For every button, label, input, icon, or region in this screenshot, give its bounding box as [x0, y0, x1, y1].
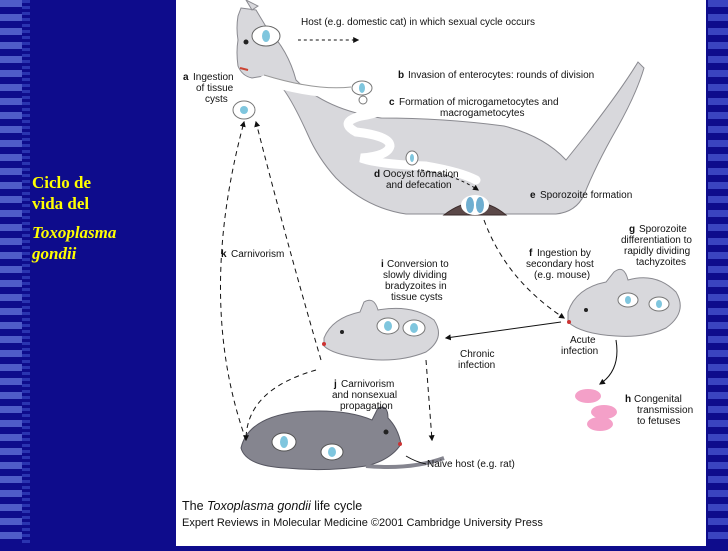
cat-intestine-outline	[263, 74, 352, 89]
label-i-letter: i	[381, 259, 384, 270]
cat-illustration	[236, 0, 645, 215]
label-b-letter: b	[398, 70, 404, 81]
right-stripe-decoration	[708, 0, 728, 546]
figure-caption: The Toxoplasma gondii life cycle	[182, 499, 362, 513]
label-d-line2: and defecation	[386, 180, 452, 191]
label-b-text: Invasion of enterocytes: rounds of divis…	[408, 70, 594, 81]
title-italic-2: gondii	[32, 244, 77, 263]
label-d-line1: Oocyst formation	[383, 169, 459, 180]
label-k-text: Carnivorism	[231, 249, 284, 260]
fetuses-illustration	[575, 389, 617, 431]
title-line-1: Ciclo de	[32, 173, 92, 192]
slide-title: Ciclo de vida del Toxoplasma gondii	[32, 172, 172, 264]
label-a-letter: a	[183, 72, 189, 83]
label-j-letter: j	[333, 379, 337, 390]
label-g-line4: tachyzoites	[636, 257, 686, 268]
gametocyte-stage	[358, 95, 368, 105]
rat-illustration	[240, 406, 445, 471]
cycle-arrows	[220, 37, 618, 465]
label-g-line3: rapidly dividing	[624, 246, 690, 257]
label-a-line3: cysts	[205, 94, 228, 105]
enterocyte-parasite	[359, 83, 365, 93]
life-cycle-diagram: Host (e.g. domestic cat) in which sexual…	[182, 0, 693, 529]
label-c-line2: macrogametocytes	[440, 108, 524, 119]
host-label: Host (e.g. domestic cat) in which sexual…	[301, 17, 535, 28]
chronic-line2: infection	[458, 360, 495, 371]
label-a-line2: of tissue	[196, 83, 234, 94]
acute-line1: Acute	[570, 335, 596, 346]
label-f-line2: secondary host	[526, 259, 594, 270]
label-g-line2: differentiation to	[621, 235, 692, 246]
chronic-line1: Chronic	[460, 349, 494, 360]
label-e-letter: e	[530, 190, 536, 201]
acute-line2: infection	[561, 346, 598, 357]
label-g-letter: g	[629, 224, 635, 235]
sporozoite-oocyst	[442, 195, 508, 216]
label-i-line4: tissue cysts	[391, 292, 443, 303]
label-c-line1: Formation of microgametocytes and	[399, 97, 559, 108]
title-italic-1: Toxoplasma	[32, 223, 117, 242]
label-k-letter: k	[221, 249, 227, 260]
life-cycle-figure: Host (e.g. domestic cat) in which sexual…	[176, 0, 706, 546]
left-stripe-decoration-inner	[22, 0, 30, 546]
label-e-text: Sporozoite formation	[540, 190, 632, 201]
label-h-letter: h	[625, 394, 631, 405]
label-j-line1: Carnivorism	[341, 379, 394, 390]
label-h-line2: transmission	[637, 405, 693, 416]
label-i-line2: slowly dividing	[383, 270, 447, 281]
tissue-cyst-parasite	[240, 106, 248, 114]
label-j-line3: propagation	[340, 401, 393, 412]
label-f-letter: f	[529, 248, 533, 259]
title-line-2: vida del	[32, 194, 90, 213]
figure-credit: Expert Reviews in Molecular Medicine ©20…	[182, 517, 543, 529]
label-f-line1: Ingestion by	[537, 248, 591, 259]
label-j-line2: and nonsexual	[332, 390, 397, 401]
chronic-mouse-illustration	[322, 299, 439, 361]
label-i-line3: bradyzoites in	[385, 281, 447, 292]
label-c-letter: c	[389, 97, 395, 108]
naive-host-label: Naive host (e.g. rat)	[427, 459, 515, 470]
label-h-line3: to fetuses	[637, 416, 680, 427]
mouse-illustration	[567, 268, 681, 337]
oocyst-parasite	[410, 154, 414, 162]
label-h-line1: Congenital	[634, 394, 682, 405]
label-i-line1: Conversion to	[387, 259, 449, 270]
label-f-line3: (e.g. mouse)	[534, 270, 590, 281]
label-g-line1: Sporozoite	[639, 224, 687, 235]
label-a-line1: Ingestion	[193, 72, 234, 83]
label-d-letter: d	[374, 169, 380, 180]
left-stripe-decoration	[0, 0, 22, 546]
